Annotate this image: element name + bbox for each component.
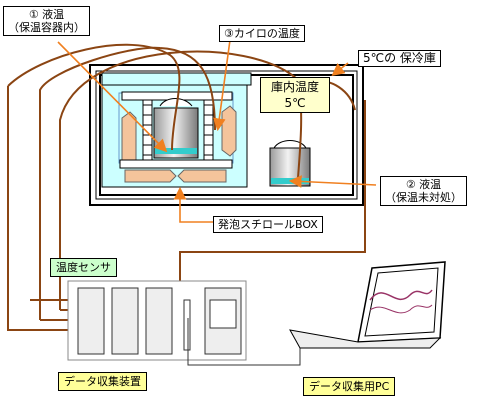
- label-liquid-temp-2-line2: （保温未対処）: [385, 191, 462, 204]
- label-liquid-temp-1-line1: ① 液温: [28, 8, 65, 21]
- label-liquid-temp-2-line1: ② 液温: [405, 178, 442, 191]
- label-styrofoam-box: 発泡スチロールBOX: [213, 216, 323, 233]
- label-styrofoam-box-text: 発泡スチロールBOX: [218, 218, 318, 231]
- label-temp-sensor: 温度センサ: [50, 258, 117, 277]
- label-liquid-temp-2: ② 液温 （保温未対処）: [380, 176, 467, 206]
- label-temp-sensor-text: 温度センサ: [56, 261, 111, 274]
- data-logger: [67, 280, 247, 361]
- callout-arrows: [57, 39, 377, 223]
- label-liquid-temp-1-line2: （保温容器内）: [8, 21, 85, 34]
- untreated-container: [269, 140, 311, 187]
- label-liquid-temp-1: ① 液温 （保温容器内）: [3, 6, 90, 36]
- label-data-pc-text: データ収集用PC: [309, 380, 390, 393]
- sensor-wires: [7, 43, 366, 331]
- label-data-logger-text: データ収集装置: [64, 375, 141, 388]
- label-data-pc: データ収集用PC: [303, 377, 396, 396]
- label-inside-temp-line1: 庫内温度: [270, 80, 319, 94]
- label-data-logger: データ収集装置: [58, 372, 147, 391]
- label-inside-temp: 庫内温度 5℃: [260, 77, 330, 113]
- label-inside-temp-line2: 5℃: [284, 96, 306, 110]
- pc-cable: [187, 318, 301, 366]
- label-kairo-temp-text: ③カイロの温度: [224, 27, 300, 40]
- label-cold-storage-text: 5℃の 保冷庫: [363, 51, 436, 65]
- label-cold-storage: 5℃の 保冷庫: [358, 50, 441, 67]
- laptop-pc: [289, 261, 446, 349]
- label-kairo-temp: ③カイロの温度: [219, 25, 305, 42]
